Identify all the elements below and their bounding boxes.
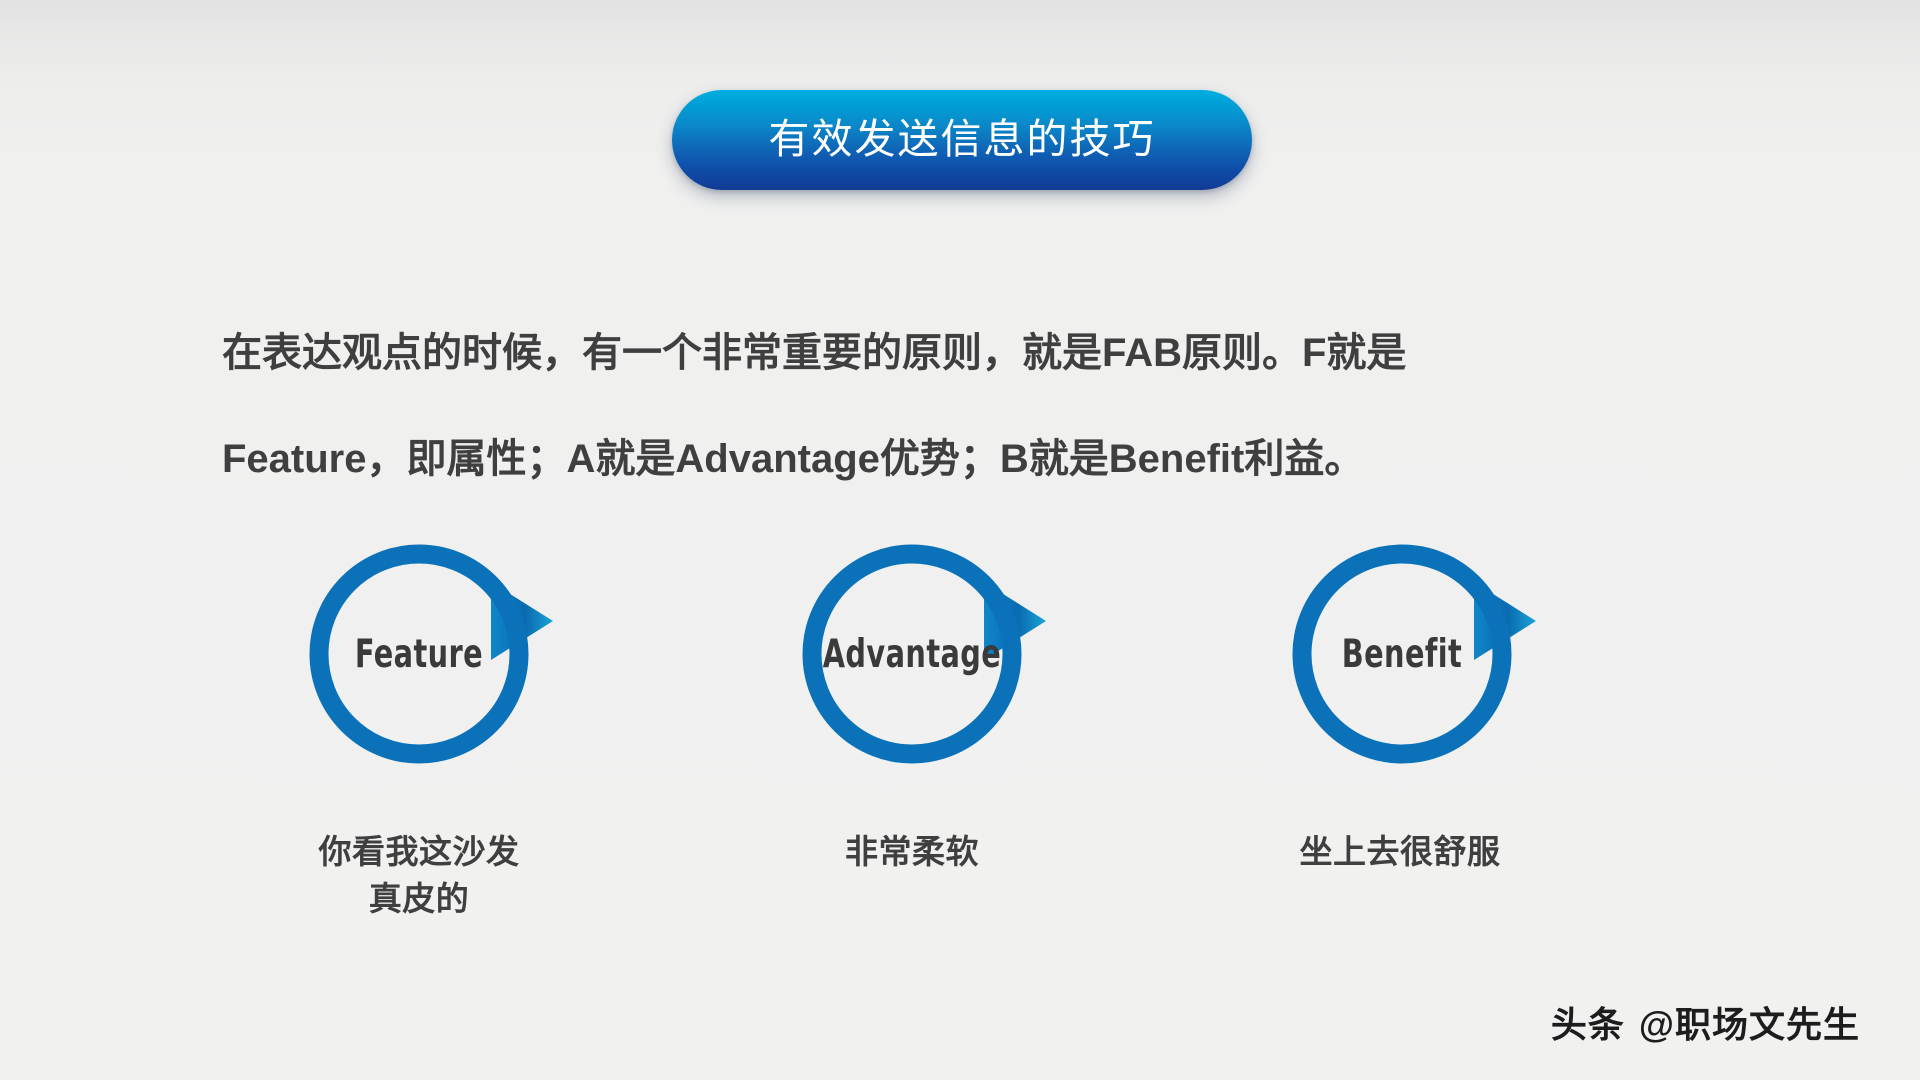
caption-feature-line-1: 你看我这沙发: [318, 833, 520, 870]
fab-diagram: Feature Advantage: [0, 520, 1920, 820]
title-banner: 有效发送信息的技巧: [672, 90, 1252, 190]
watermark-brand: 头条: [1550, 1004, 1625, 1045]
circle-arrow-icon: [309, 544, 553, 764]
body-paragraph: 在表达观点的时候，有一个非常重要的原则，就是FAB原则。F就是 Feature，…: [222, 300, 1702, 512]
watermark: 头条 @职场文先生: [1551, 996, 1860, 1048]
title-banner-container: 有效发送信息的技巧: [672, 90, 1252, 190]
body-line-1: 在表达观点的时候，有一个非常重要的原则，就是FAB原则。F就是: [222, 331, 1407, 375]
fab-node-advantage[interactable]: Advantage: [778, 520, 1108, 820]
body-line-2: Feature，即属性；A就是Advantage优势；B就是Benefit利益。: [222, 437, 1365, 481]
caption-benefit-line-1: 坐上去很舒服: [1299, 833, 1501, 870]
caption-advantage-line-1: 非常柔软: [845, 833, 979, 870]
circle-arrow-icon: [1292, 544, 1536, 764]
caption-feature: 你看我这沙发 真皮的: [219, 828, 619, 922]
caption-benefit: 坐上去很舒服: [1200, 828, 1600, 875]
fab-label-advantage: Advantage: [822, 631, 1002, 677]
fab-node-feature[interactable]: Feature: [285, 520, 615, 820]
page-title: 有效发送信息的技巧: [768, 115, 1156, 162]
circle-arrow-icon: [802, 544, 1046, 764]
caption-advantage: 非常柔软: [712, 828, 1112, 875]
fab-label-benefit: Benefit: [1341, 631, 1463, 677]
fab-captions: 你看我这沙发 真皮的 非常柔软 坐上去很舒服: [0, 828, 1920, 958]
fab-label-feature: Feature: [354, 631, 484, 677]
caption-feature-line-2: 真皮的: [368, 880, 470, 917]
fab-node-benefit[interactable]: Benefit: [1268, 520, 1598, 820]
watermark-handle: @职场文先生: [1638, 1004, 1860, 1045]
